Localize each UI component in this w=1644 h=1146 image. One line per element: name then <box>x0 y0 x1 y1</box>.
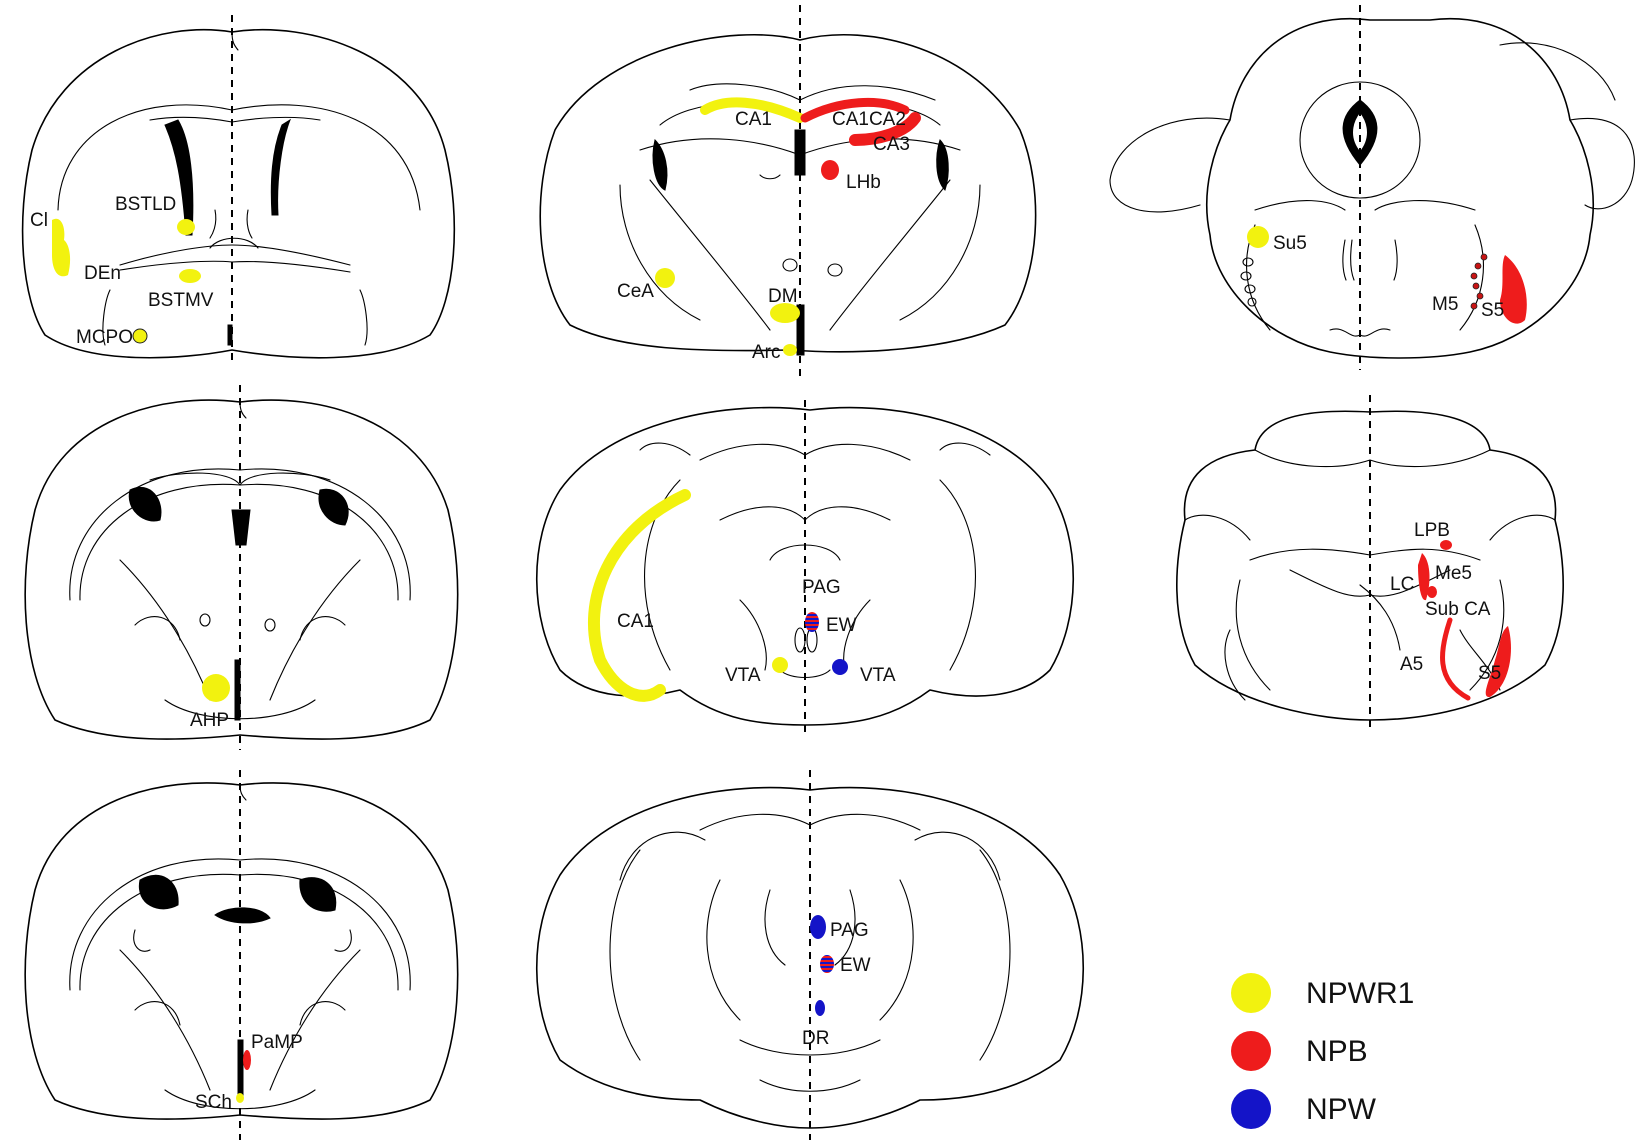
label-s5-lower: S5 <box>1478 663 1501 684</box>
marker-bstmv <box>179 269 201 283</box>
label-ca1ca2: CA1CA2 <box>832 109 906 130</box>
marker-ca1-left <box>700 97 805 123</box>
marker-ca1-arc <box>587 489 691 702</box>
label-bstld: BSTLD <box>115 194 176 215</box>
label-ca3: CA3 <box>873 134 910 155</box>
marker-s5-upper <box>1500 255 1527 324</box>
marker-a5 <box>1440 617 1471 701</box>
label-vta-right: VTA <box>860 665 896 686</box>
marker-pag-blue <box>810 915 826 939</box>
marker-bstld <box>177 219 195 235</box>
label-bstmv: BSTMV <box>148 290 214 311</box>
marker-lpb <box>1440 540 1452 550</box>
label-m5: M5 <box>1432 294 1458 315</box>
marker-s5-lower <box>1485 626 1511 698</box>
label-s5-upper: S5 <box>1481 300 1504 321</box>
marker-ca3 <box>849 112 921 146</box>
marker-ahp <box>202 674 230 702</box>
marker-dm <box>770 303 800 323</box>
label-ew-mid: EW <box>826 615 857 636</box>
marker-cl <box>52 218 71 277</box>
marker-ca1ca2 <box>800 98 910 123</box>
marker-m5 <box>1470 253 1488 310</box>
label-vta-left: VTA <box>725 665 761 686</box>
label-dr: DR <box>802 1028 829 1049</box>
label-su5: Su5 <box>1273 233 1307 254</box>
label-ahp: AHP <box>190 710 229 731</box>
label-cl: Cl <box>30 210 48 231</box>
legend: NPWR1 NPB NPW <box>1231 973 1414 1129</box>
label-a5: A5 <box>1400 654 1423 675</box>
panel-midbrain-vta <box>536 400 1074 735</box>
label-arc: Arc <box>752 342 781 363</box>
label-ew-lower: EW <box>840 955 871 976</box>
label-lc: LC <box>1390 574 1414 595</box>
panel-forebrain-bst <box>21 15 456 365</box>
marker-ew-lower <box>820 955 834 973</box>
panel-anterior-hypothalamus <box>24 385 459 750</box>
panel-midbrain-dr <box>536 770 1084 1140</box>
label-cea: CeA <box>617 281 654 302</box>
label-lpb: LPB <box>1414 520 1450 541</box>
marker-lc <box>1418 553 1430 601</box>
marker-lhb <box>821 160 839 180</box>
marker-su5 <box>1247 226 1269 248</box>
label-ca1-left: CA1 <box>735 109 772 130</box>
label-mcpo: MCPO <box>76 327 133 348</box>
label-ca1-mid: CA1 <box>617 611 654 632</box>
marker-mcpo <box>132 328 148 344</box>
label-sub-ca: Sub CA <box>1425 599 1491 620</box>
label-sch: SCh <box>195 1092 232 1113</box>
panel-hippocampus-hypothalamus <box>539 5 1037 380</box>
label-den: DEn <box>84 263 121 284</box>
marker-ew-mid <box>805 612 819 632</box>
legend-label-npwr1: NPWR1 <box>1306 977 1414 1010</box>
label-dm: DM <box>768 286 798 307</box>
label-pamp: PaMP <box>251 1032 303 1053</box>
panel-pons-lc <box>1176 395 1564 730</box>
panel-pons-trigeminal <box>1109 5 1635 370</box>
marker-vta-left <box>772 657 788 673</box>
marker-arc <box>783 344 797 356</box>
marker-cea <box>655 268 675 288</box>
region-labels: Cl BSTLD DEn BSTMV MCPO CA1 CA1CA2 CA3 L… <box>30 109 1504 1113</box>
label-pag-mid: PAG <box>802 577 841 598</box>
label-lhb: LHb <box>846 172 881 193</box>
panel-paraventricular <box>24 770 459 1140</box>
legend-swatch-npb <box>1231 1031 1271 1071</box>
expression-markers <box>52 97 1527 1103</box>
marker-sch <box>236 1093 244 1103</box>
marker-vta-right <box>832 659 848 675</box>
legend-label-npw: NPW <box>1306 1093 1377 1126</box>
marker-pamp <box>243 1050 251 1070</box>
legend-label-npb: NPB <box>1306 1035 1368 1068</box>
legend-swatch-npw <box>1231 1089 1271 1129</box>
marker-dr <box>815 1000 825 1016</box>
label-pag-lower: PAG <box>830 920 869 941</box>
label-me5: Me5 <box>1435 563 1472 584</box>
marker-lc-dot <box>1427 586 1437 598</box>
legend-swatch-npwr1 <box>1231 973 1271 1013</box>
